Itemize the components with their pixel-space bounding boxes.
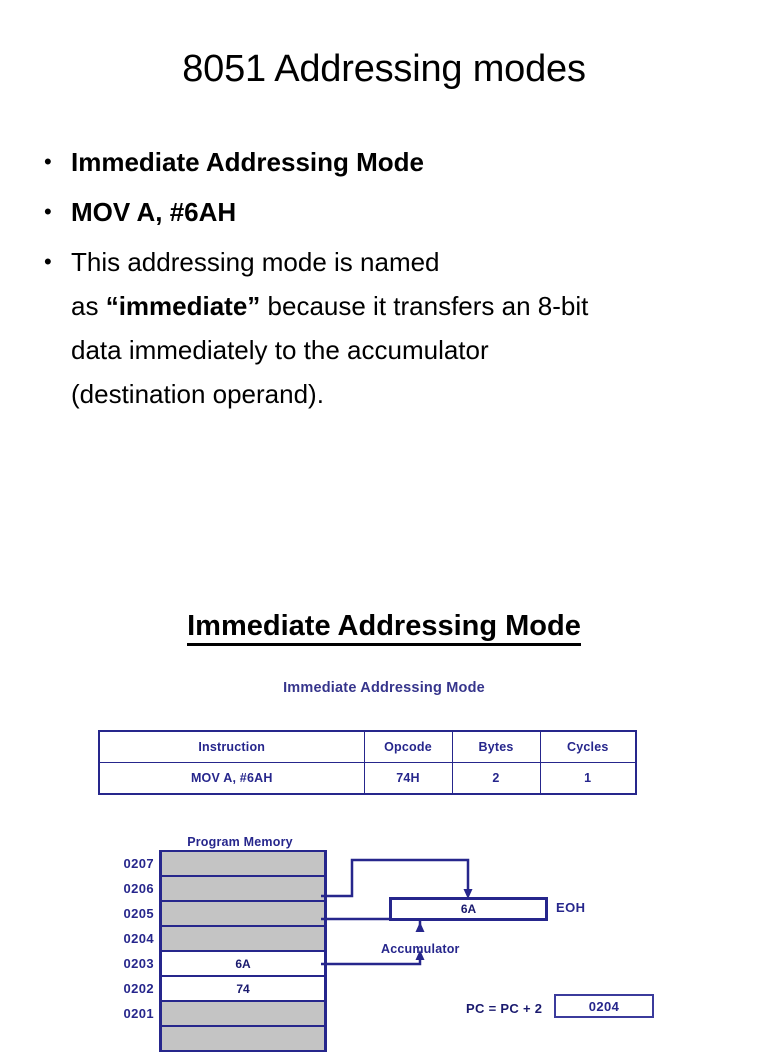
program-counter-expression: PC = PC + 2 <box>466 1001 543 1016</box>
accumulator-port-label: EOH <box>556 900 586 915</box>
memory-cell: 0205 <box>123 902 324 927</box>
accumulator-box: 6A <box>389 897 548 921</box>
memory-cell: 0202 74 <box>123 977 324 1002</box>
section-heading: Immediate Addressing Mode <box>0 610 768 646</box>
memory-address-label: 0202 <box>123 981 154 996</box>
list-item: • MOV A, #6AH <box>44 190 734 234</box>
bullet-point-icon: • <box>44 249 52 274</box>
table-row: MOV A, #6AH 74H 2 1 <box>98 762 637 795</box>
diagram-connectors <box>321 858 473 966</box>
section-heading-label: Immediate Addressing Mode <box>187 610 581 646</box>
column-header-bytes: Bytes <box>451 730 541 763</box>
bullet-point-icon: • <box>44 149 52 174</box>
memory-cell-value: 6A <box>235 956 251 971</box>
cell-opcode: 74H <box>363 762 453 795</box>
cell-instruction: MOV A, #6AH <box>98 762 365 795</box>
figure-caption: Immediate Addressing Mode <box>283 680 485 696</box>
bullet-point-icon: • <box>44 199 52 224</box>
memory-address-label: 0203 <box>123 956 154 971</box>
memory-cell: 0204 <box>123 927 324 952</box>
memory-cell: 0207 <box>123 852 324 877</box>
memory-cell: 0203 6A <box>123 952 324 977</box>
memory-cell: 0206 <box>123 877 324 902</box>
page-title: 8051 Addressing modes <box>182 48 586 90</box>
accumulator-label: Accumulator <box>381 942 460 956</box>
cell-bytes: 2 <box>451 762 541 795</box>
memory-address-label: 0205 <box>123 906 154 921</box>
bullet-text-instruction: MOV A, #6AH <box>71 197 237 227</box>
memory-cell-value: 74 <box>236 981 250 996</box>
memory-address-label: 0201 <box>123 1006 154 1021</box>
memory-address-label: 0204 <box>123 931 154 946</box>
program-memory-title: Program Memory <box>187 835 293 849</box>
cell-cycles: 1 <box>539 762 637 795</box>
bullet-text-immediate-mode: Immediate Addressing Mode <box>71 147 424 177</box>
memory-cell <box>162 1027 324 1052</box>
memory-address-label: 0206 <box>123 881 154 896</box>
program-counter-value-box: 0204 <box>554 994 654 1018</box>
instruction-spec-table: Instruction Opcode Bytes Cycles MOV A, #… <box>98 730 637 795</box>
list-item: • Immediate Addressing Mode <box>44 140 734 184</box>
memory-address-label: 0207 <box>123 856 154 871</box>
immediate-addressing-diagram: Immediate Addressing Mode Instruction Op… <box>0 672 768 1052</box>
bullet-list: • Immediate Addressing Mode • MOV A, #6A… <box>44 140 734 422</box>
column-header-opcode: Opcode <box>363 730 453 763</box>
table-header-row: Instruction Opcode Bytes Cycles <box>98 730 637 763</box>
column-header-instruction: Instruction <box>98 730 365 763</box>
